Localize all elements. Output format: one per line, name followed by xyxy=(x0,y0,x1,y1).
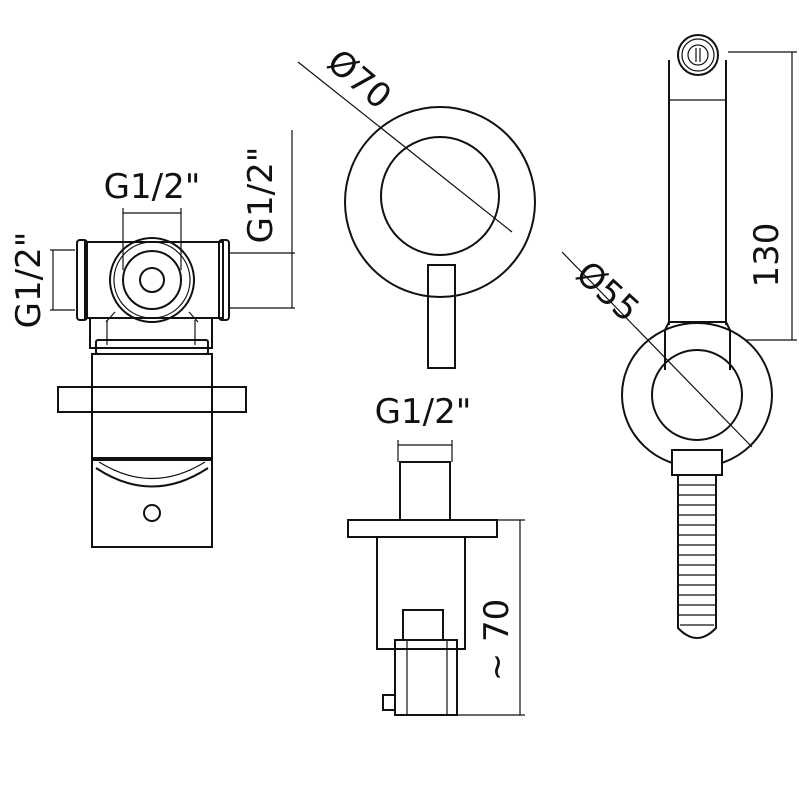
valve-body-front-view xyxy=(57,237,247,548)
hand-shower-view: Ø55 130 xyxy=(561,34,797,639)
hose-coils xyxy=(678,484,716,626)
label-depth: ~ 70 xyxy=(477,599,517,682)
label-plate-diameter: Ø70 xyxy=(319,42,398,118)
dimension-left-top: G1/2" xyxy=(104,167,201,270)
label-left-top: G1/2" xyxy=(104,167,201,207)
label-left-right: G1/2" xyxy=(241,147,281,244)
valve-side-view: G1/2" ~ 70 xyxy=(347,392,525,716)
label-handset-length: 130 xyxy=(747,223,787,288)
cover-plate-front-view: Ø70 xyxy=(297,42,536,369)
dimension-left-side: G1/2" xyxy=(9,232,75,329)
label-left-side: G1/2" xyxy=(9,232,49,329)
label-bottom-inlet: G1/2" xyxy=(375,392,472,432)
label-holder-diameter: Ø55 xyxy=(568,254,647,331)
dimension-left-right: G1/2" xyxy=(229,130,295,309)
